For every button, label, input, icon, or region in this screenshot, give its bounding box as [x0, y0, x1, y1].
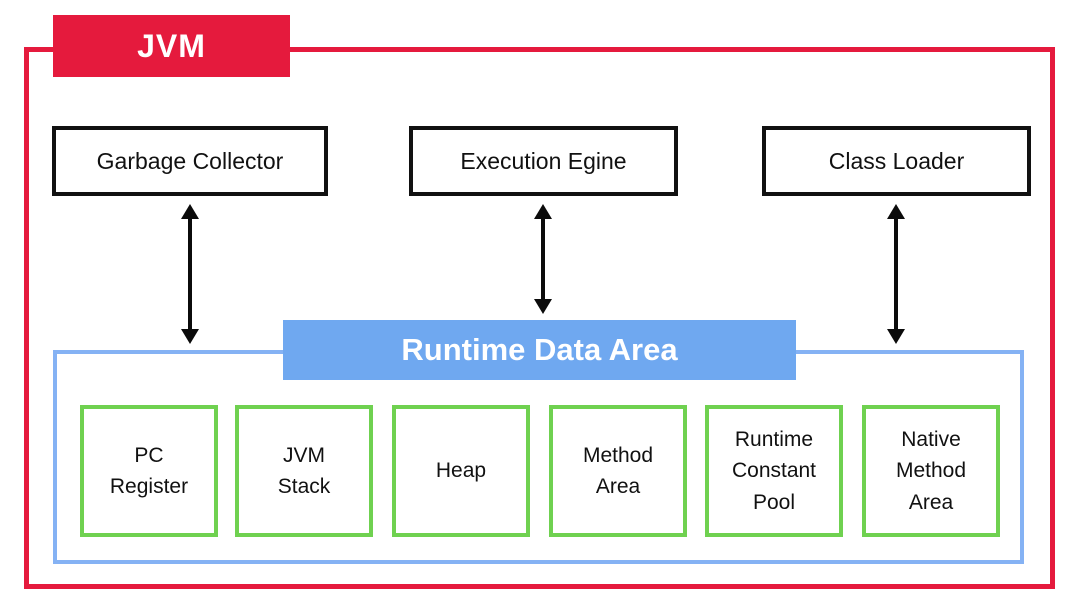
method-area-label: Method Area — [582, 443, 654, 499]
native-method-area-box: Native Method Area — [862, 405, 1000, 537]
jvm-stack-box: JVM Stack — [235, 405, 373, 537]
arrow-down-head-icon — [181, 329, 199, 344]
pc-register-box: PC Register — [80, 405, 218, 537]
jvm-title-badge: JVM — [53, 15, 290, 77]
arrow-up-head-icon — [181, 204, 199, 219]
arrow-shaft — [188, 215, 192, 333]
garbage-collector-label: Garbage Collector — [96, 147, 284, 174]
jvm-outer-frame — [24, 47, 1055, 589]
garbage-collector-box: Garbage Collector — [52, 126, 328, 196]
pc-register-label: PC Register — [109, 443, 189, 499]
arrow-up-head-icon — [534, 204, 552, 219]
method-area-box: Method Area — [549, 405, 687, 537]
runtime-data-area-header: Runtime Data Area — [283, 320, 796, 380]
arrow-shaft — [541, 215, 545, 303]
arrow-down-head-icon — [534, 299, 552, 314]
class-loader-label: Class Loader — [828, 147, 965, 174]
execution-engine-box: Execution Egine — [409, 126, 678, 196]
native-method-area-label: Native Method Area — [895, 427, 967, 514]
arrow-up-head-icon — [887, 204, 905, 219]
runtime-constant-pool-box: Runtime Constant Pool — [705, 405, 843, 537]
arrow-shaft — [894, 215, 898, 333]
heap-box: Heap — [392, 405, 530, 537]
bidirectional-arrow-icon — [883, 204, 909, 344]
execution-engine-label: Execution Egine — [460, 147, 627, 174]
arrow-down-head-icon — [887, 329, 905, 344]
bidirectional-arrow-icon — [177, 204, 203, 344]
heap-label: Heap — [435, 459, 487, 483]
bidirectional-arrow-icon — [530, 204, 556, 314]
runtime-constant-pool-label: Runtime Constant Pool — [731, 427, 817, 514]
class-loader-box: Class Loader — [762, 126, 1031, 196]
jvm-stack-label: JVM Stack — [277, 443, 331, 499]
